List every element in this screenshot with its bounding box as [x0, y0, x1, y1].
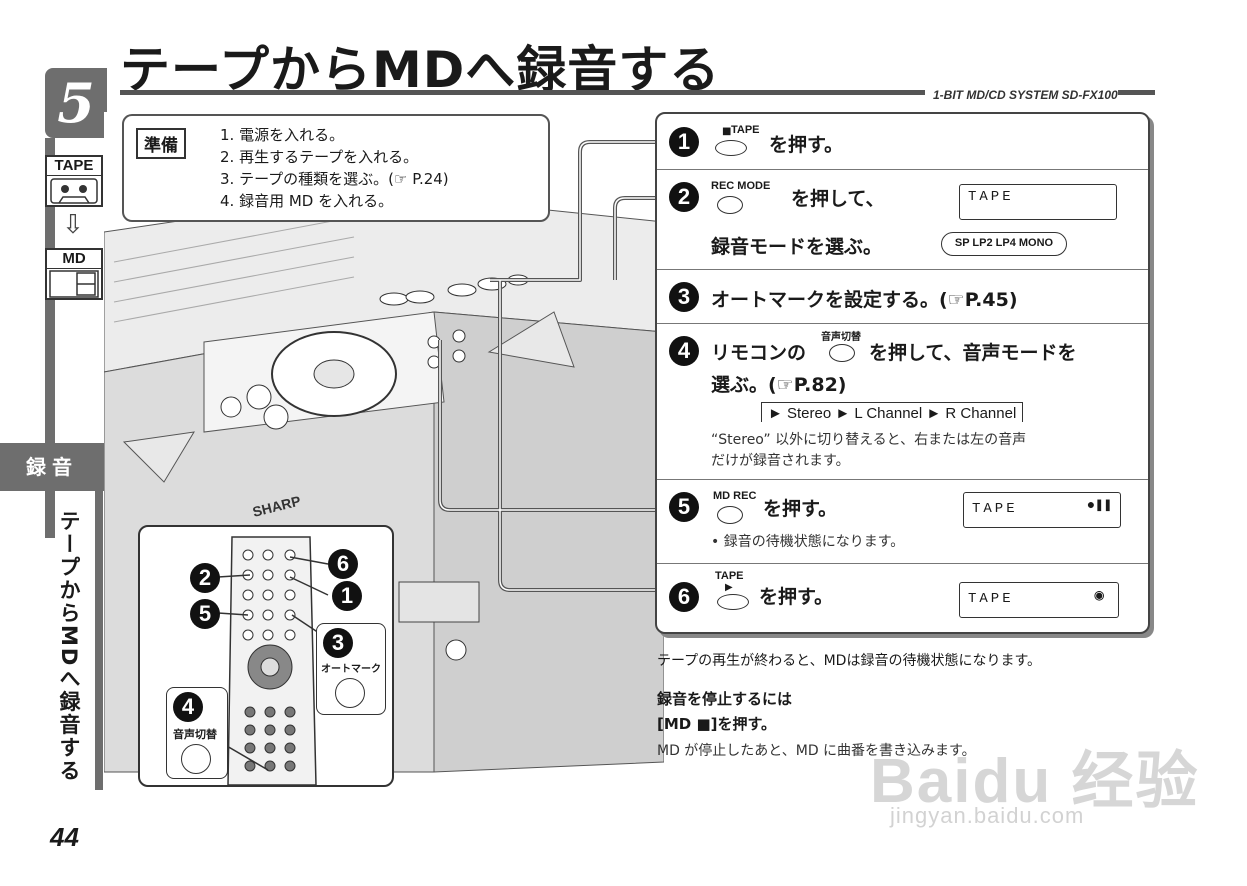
- lcd-tape-play: TAPE ◉: [959, 582, 1119, 618]
- callout-lines: [438, 140, 655, 592]
- prep-list: 1. 電源を入れる。 2. 再生するテープを入れる。 3. テープの種類を選ぶ。…: [220, 124, 449, 212]
- audio-mode-cycle: ► Stereo ► L Channel ► R Channel: [761, 402, 1024, 422]
- lcd-md-rec: TAPE ●❚❚: [963, 492, 1121, 528]
- tape-play-button[interactable]: [717, 594, 749, 610]
- rec-mode-button[interactable]: [717, 196, 743, 214]
- step-4-note-1: “Stereo” 以外に切り替えると、右または左の音声: [711, 432, 1027, 448]
- prep-item: 2. 再生するテープを入れる。: [220, 148, 419, 166]
- after-note: テープの再生が終わると、MDは録音の待機状態になります。: [657, 653, 1042, 669]
- title-rule: [120, 90, 1155, 95]
- rec-indicator-icon: ◉: [1094, 587, 1104, 605]
- remote-callout-5: 5: [190, 599, 220, 629]
- md-rec-button[interactable]: [717, 506, 743, 524]
- step-3: 3 オートマークを設定する。(☞P.45): [657, 270, 1148, 324]
- model-name: 1-BIT MD/CD SYSTEM SD-FX100: [925, 88, 1118, 102]
- remote-inset: 2 6 1 5 3 オートマーク 4 音声切替: [138, 525, 394, 787]
- step-1: 1 TAPE ■ を押す。: [657, 114, 1148, 170]
- stop-square-icon: ■: [722, 126, 732, 137]
- step-5-note: • 録音の待機状態になります。: [711, 534, 905, 550]
- step-4-prefix: リモコンの: [711, 342, 807, 364]
- page-number: 44: [50, 822, 79, 852]
- step-2: 2 REC MODE を押して、 録音モードを選ぶ。 TAPE SP LP2 L…: [657, 170, 1148, 270]
- stop-description: MD が停止したあと、MD に曲番を書き込みます。: [657, 743, 976, 759]
- down-arrow-icon: ⇩: [62, 210, 84, 240]
- remote-callout-1: 1: [332, 581, 362, 611]
- stop-heading: 録音を停止するには: [657, 690, 793, 708]
- step-number: 5: [669, 492, 699, 522]
- step-1-text: を押す。: [769, 134, 844, 156]
- cassette-icon: [50, 178, 98, 204]
- remote-callout-2: 2: [190, 563, 220, 593]
- step-number: 6: [669, 582, 699, 612]
- md-target-label: MD: [47, 250, 101, 269]
- rec-pause-icon: ●❚❚: [1086, 498, 1112, 514]
- step-3-text: オートマークを設定する。(☞P.45): [711, 289, 1018, 311]
- step-4-suffix: を押して、音声モードを: [869, 342, 1077, 364]
- watermark-url: jingyan.baidu.com: [890, 803, 1085, 828]
- play-triangle-icon: ▶: [725, 582, 733, 593]
- chapter-badge: 5: [45, 68, 107, 538]
- voice-switch-caption: 音声切替: [821, 332, 861, 343]
- voice-switch-symbol[interactable]: [829, 344, 855, 362]
- md-target-icon: MD: [45, 248, 103, 300]
- step-2-line2: 録音モードを選ぶ。: [711, 236, 883, 258]
- step-number: 3: [669, 282, 699, 312]
- tape-play-caption: TAPE: [715, 570, 744, 582]
- rail-bar: [95, 490, 103, 790]
- prep-item: 3. テープの種類を選ぶ。(☞ P.24): [220, 170, 449, 188]
- tape-source-label: TAPE: [47, 157, 101, 176]
- preparation-box: 準備 1. 電源を入れる。 2. 再生するテープを入れる。 3. テープの種類を…: [122, 114, 550, 222]
- automark-box: 3 オートマーク: [316, 623, 386, 715]
- lcd-text: TAPE: [972, 501, 1018, 517]
- automark-button[interactable]: [335, 678, 365, 708]
- step-6-text: を押す。: [759, 586, 834, 608]
- voice-switch-button[interactable]: [181, 744, 211, 774]
- remote-callout-3: 3: [323, 628, 353, 658]
- steps-panel: 1 TAPE ■ を押す。 2 REC MODE を押して、 録音モードを選ぶ。…: [655, 112, 1150, 634]
- step-5-text: を押す。: [763, 498, 838, 520]
- tape-stop-button[interactable]: [715, 140, 747, 156]
- section-tab-recording: 録音: [0, 443, 104, 491]
- tape-source-icon: TAPE: [45, 155, 103, 207]
- rec-mode-options: SP LP2 LP4 MONO: [941, 232, 1067, 256]
- step-4-note-2: だけが録音されます。: [711, 453, 850, 469]
- page-title: テープからMDへ録音する: [120, 41, 721, 99]
- remote-callout-4: 4: [173, 692, 203, 722]
- watermark-logo: Baidu 经验: [870, 747, 1200, 816]
- step-2-line1: を押して、: [791, 188, 885, 210]
- vertical-title: テープからMDへ録音する: [57, 510, 81, 783]
- lcd-rec-mode: TAPE: [959, 184, 1117, 220]
- tape-stop-button-caption: TAPE: [731, 124, 760, 136]
- md-rec-caption: MD REC: [713, 490, 757, 502]
- lcd-text: TAPE: [968, 591, 1014, 607]
- voice-switch-box: 4 音声切替: [166, 687, 228, 779]
- voice-switch-label: 音声切替: [173, 728, 217, 741]
- lcd-text: TAPE: [968, 189, 1014, 205]
- prep-label: 準備: [136, 128, 186, 159]
- prep-item: 1. 電源を入れる。: [220, 126, 345, 144]
- automark-label: オートマーク: [321, 664, 381, 675]
- stop-instruction: [MD ■]を押す。: [657, 715, 776, 733]
- rec-mode-button-caption: REC MODE: [711, 180, 771, 192]
- step-number: 1: [669, 127, 699, 157]
- step-number: 4: [669, 336, 699, 366]
- remote-callout-6: 6: [328, 549, 358, 579]
- step-5: 5 MD REC を押す。 • 録音の待機状態になります。 TAPE ●❚❚: [657, 480, 1148, 564]
- prep-item: 4. 録音用 MD を入れる。: [220, 192, 394, 210]
- step-6: 6 TAPE ▶ を押す。 TAPE ◉: [657, 564, 1148, 634]
- step-number: 2: [669, 182, 699, 212]
- step-4-line2: 選ぶ。(☞P.82): [711, 374, 847, 396]
- step-4: 4 リモコンの 音声切替 を押して、音声モードを 選ぶ。(☞P.82) ► St…: [657, 324, 1148, 480]
- minidisc-icon: [49, 270, 99, 298]
